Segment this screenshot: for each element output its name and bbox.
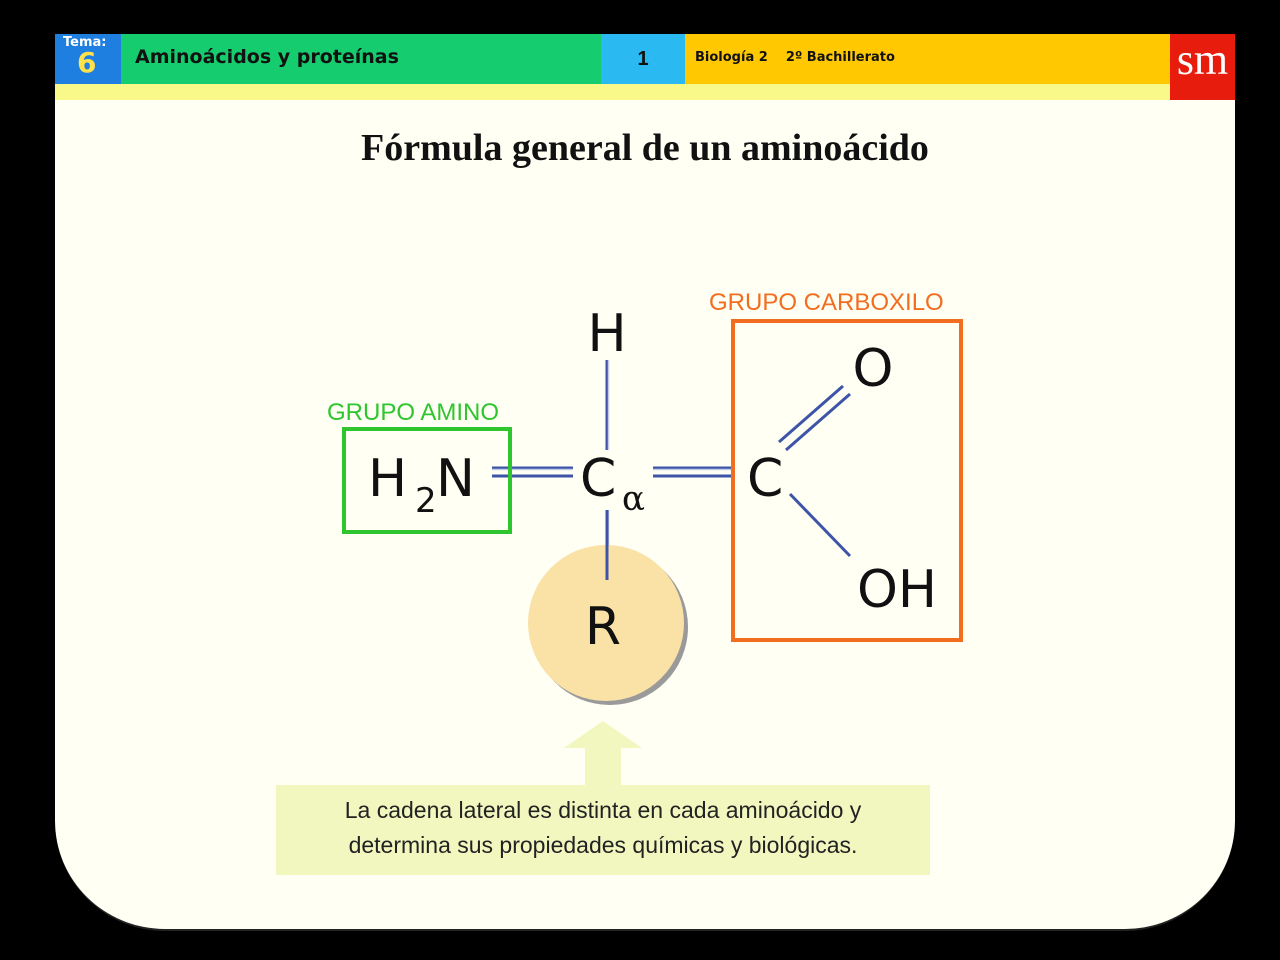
- tema-number: 6: [77, 46, 97, 79]
- carboxyl-group-box: [731, 319, 963, 642]
- calpha-alpha: α: [622, 479, 645, 519]
- side-chain-note: La cadena lateral es distinta en cada am…: [276, 785, 930, 875]
- subject-bar: Biología 2 2º Bachillerato: [685, 34, 1170, 84]
- logo-text: sm: [1176, 35, 1229, 84]
- nh2-subscript: 2: [415, 481, 437, 521]
- oh-group: OH: [857, 560, 937, 620]
- bond-c-oh: [788, 492, 852, 558]
- side-chain-circle: [528, 545, 684, 701]
- unit-title: Aminoácidos y proteínas: [135, 46, 399, 68]
- amino-acid-diagram: GRUPO AMINO GRUPO CARBOXILO H H 2 N C α …: [327, 289, 963, 786]
- bonds: [492, 360, 852, 594]
- header-strip: [55, 84, 1170, 100]
- page-title: Fórmula general de un aminoácido: [361, 127, 929, 169]
- nh2-h: H: [368, 449, 407, 509]
- tema-label: Tema:: [63, 35, 107, 50]
- arrow-up-icon: [564, 721, 642, 786]
- h-atom: H: [587, 304, 626, 364]
- carboxyl-c: C: [747, 449, 783, 509]
- note-line-2: determina sus propiedades químicas y bio…: [348, 832, 858, 858]
- r-group: R: [585, 597, 621, 657]
- amino-group-box: [342, 427, 512, 534]
- tema-badge: Tema: 6: [55, 34, 121, 84]
- slide: Tema: 6 Aminoácidos y proteínas 1 Biolog…: [55, 34, 1235, 931]
- double-bond-b: [785, 392, 851, 452]
- publisher-logo: sm: [1170, 34, 1235, 100]
- page-number: 1: [637, 48, 649, 70]
- unit-title-bar: Aminoácidos y proteínas: [121, 34, 601, 84]
- o-atom: O: [853, 339, 894, 399]
- note-line-1: La cadena lateral es distinta en cada am…: [344, 797, 862, 823]
- page-number-box: 1: [601, 34, 685, 84]
- amino-group-label: GRUPO AMINO: [327, 399, 499, 426]
- subject-text: Biología 2 2º Bachillerato: [695, 50, 895, 65]
- carboxyl-group-label: GRUPO CARBOXILO: [709, 289, 944, 316]
- nh2-n: N: [436, 449, 475, 509]
- double-bond-a: [778, 384, 844, 444]
- calpha-c: C: [580, 449, 616, 509]
